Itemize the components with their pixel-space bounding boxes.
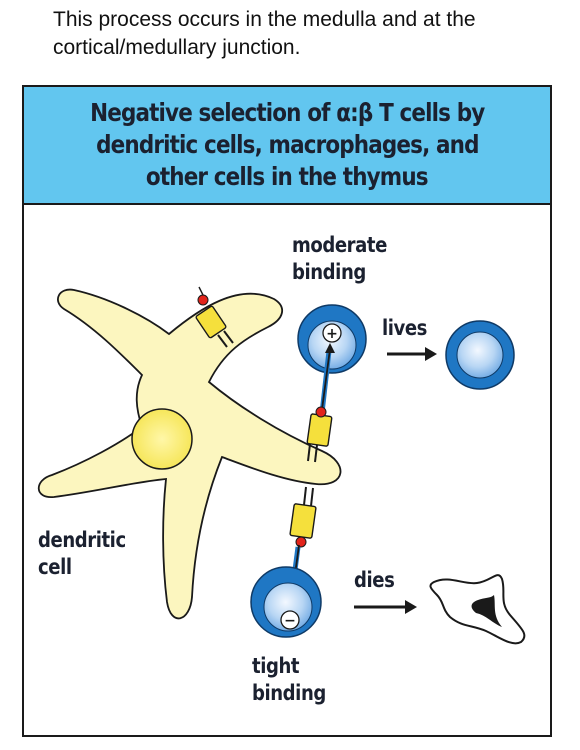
- label-dendritic-line-2: cell: [38, 555, 72, 579]
- label-tight: tight binding: [252, 653, 326, 707]
- label-moderate-line-1: moderate: [292, 233, 387, 257]
- figure-title: Negative selection of α:β T cells by den…: [24, 87, 550, 205]
- caption: This process occurs in the medulla and a…: [53, 6, 573, 62]
- figure-title-line-1: Negative selection of α:β T cells by: [89, 98, 485, 127]
- mhc-upper-arm: [195, 286, 234, 348]
- dendritic-nucleus: [131, 408, 193, 470]
- label-tight-line-1: tight: [252, 654, 300, 678]
- figure-title-line-3: other cells in the thymus: [146, 162, 429, 191]
- selection-diagram: + −: [37, 286, 526, 645]
- caption-line-1: This process occurs in the medulla and a…: [53, 8, 476, 31]
- figure-title-line-2: dendritic cells, macrophages, and: [95, 130, 479, 159]
- label-tight-line-2: binding: [252, 681, 326, 705]
- label-lives: lives: [382, 316, 428, 340]
- dendritic-cell-body: [37, 288, 342, 620]
- surviving-t-cell: [445, 320, 515, 390]
- label-moderate-line-2: binding: [292, 260, 366, 284]
- t-cell-tight: −: [250, 566, 322, 638]
- figure-panel: Negative selection of α:β T cells by den…: [22, 85, 552, 737]
- label-dies: dies: [354, 568, 395, 592]
- minus-signal: −: [284, 613, 296, 629]
- caption-line-2: cortical/medullary junction.: [53, 36, 301, 59]
- label-moderate: moderate binding: [292, 232, 387, 286]
- label-dendritic-line-1: dendritic: [38, 528, 126, 552]
- dies-arrow: [354, 600, 417, 614]
- apoptotic-cell: [429, 574, 526, 645]
- lives-arrow: [387, 347, 437, 361]
- label-dendritic-cell: dendritic cell: [38, 527, 126, 581]
- moderate-binding-link: [306, 343, 335, 463]
- t-cell-moderate: +: [297, 304, 367, 374]
- plus-signal: +: [326, 326, 338, 342]
